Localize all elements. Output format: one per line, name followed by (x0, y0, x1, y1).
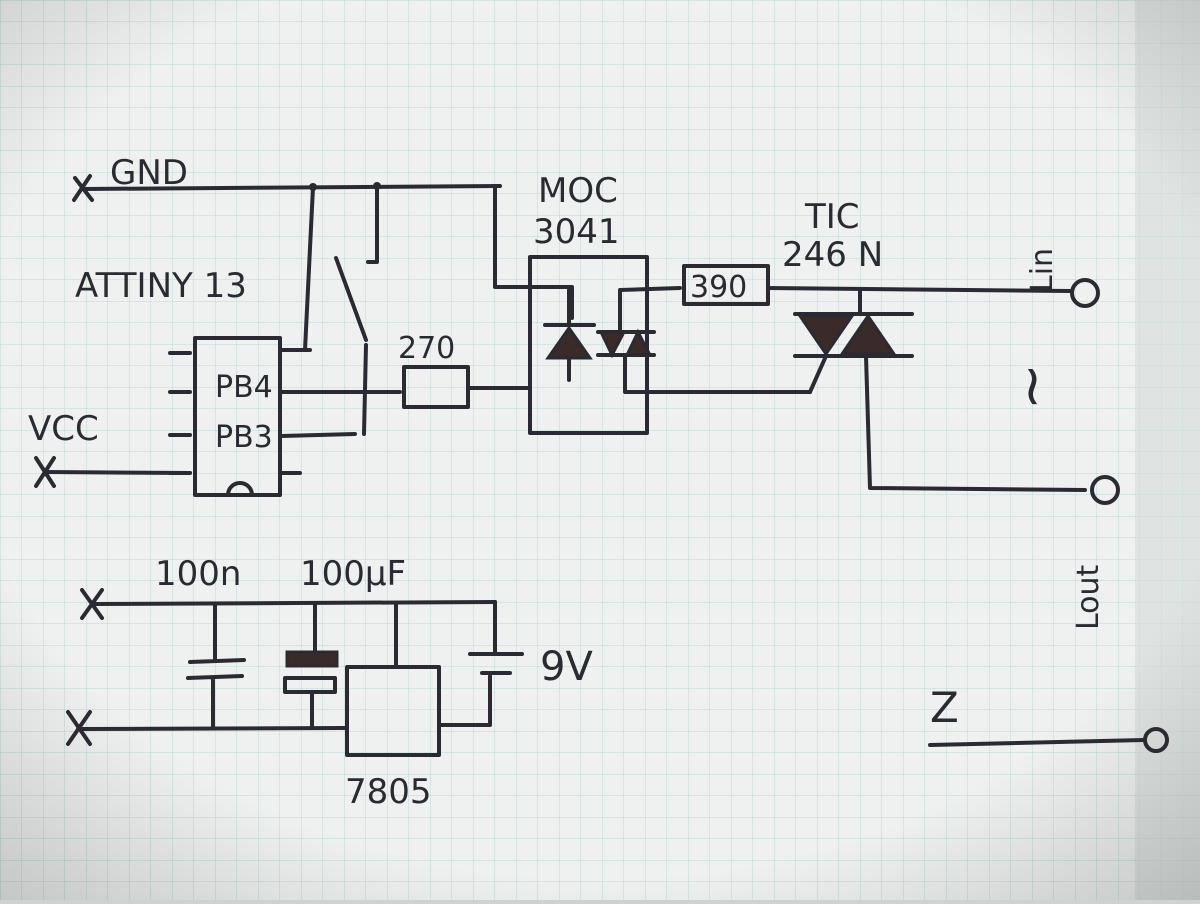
power-supply (66, 588, 524, 757)
gnd-label: GND (110, 153, 188, 193)
attiny13-chip (168, 336, 402, 497)
switch-lead (362, 343, 368, 436)
lin-terminal (1070, 278, 1100, 308)
moc-label-2: 3041 (533, 212, 620, 252)
attiny-label: ATTINY 13 (75, 266, 247, 306)
lout-terminal (1090, 475, 1120, 505)
reg7805-label: 7805 (345, 772, 432, 812)
lin-label: Lin (1025, 248, 1060, 292)
c100uf-label: 100µF (300, 554, 406, 594)
moc3041-optocoupler (528, 255, 812, 435)
z-label: Z (930, 683, 959, 732)
c100n-label: 100n (155, 554, 241, 594)
pb3-label: PB3 (215, 420, 273, 455)
moc-label-1: MOC (538, 171, 618, 211)
resistor-270 (402, 365, 532, 409)
vcc-terminal (34, 456, 192, 488)
resistor-390 (682, 264, 1072, 306)
switch (303, 184, 379, 352)
ac-symbol: ~ (999, 363, 1064, 410)
r390-label: 390 (690, 270, 747, 305)
tic246n-triac (793, 289, 1087, 492)
r270-label: 270 (398, 331, 455, 366)
v9-label: 9V (540, 644, 593, 690)
vcc-label: VCC (28, 409, 99, 449)
tic-label-2: 246 N (782, 235, 883, 275)
lout-label: Lout (1071, 564, 1106, 630)
tic-label-1: TIC (804, 197, 860, 237)
pb4-label: PB4 (215, 370, 273, 405)
z-terminal (928, 727, 1169, 753)
